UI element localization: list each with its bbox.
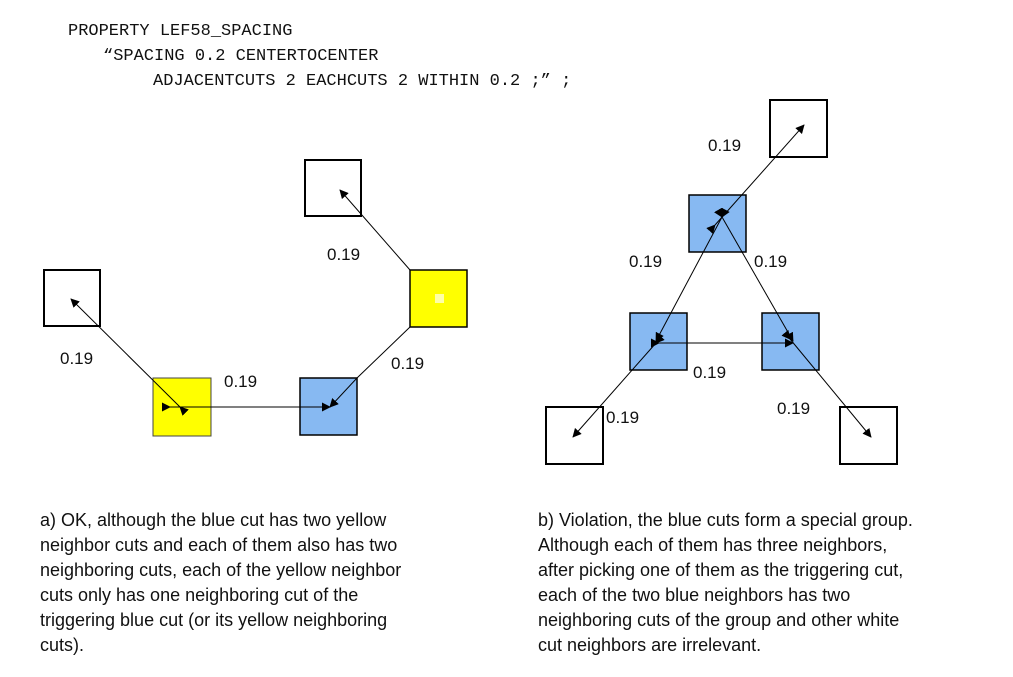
property-line-1: PROPERTY LEF58_SPACING [68,22,293,41]
caption-b-line: Although each of them has three neighbor… [538,535,888,555]
label-b-3: 0.19 [754,252,787,271]
label-b-5: 0.19 [606,408,639,427]
caption-b-line: cut neighbors are irrelevant. [538,635,762,655]
arrow-b-right-to-white [781,329,872,438]
caption-a-line: cuts only has one neighboring cut of the [40,585,359,605]
arrow-b-top-to-right [714,207,794,342]
caption-a-line: cuts). [40,635,85,655]
label-a-1: 0.19 [327,245,360,264]
cut-a-white-left [43,269,101,327]
caption-b-line: after picking one of them as the trigger… [538,560,904,580]
label-a-3: 0.19 [224,372,257,391]
caption-b-line: neighboring cuts of the group and other … [538,610,900,630]
cut-b-blue-left [629,312,688,371]
cut-b-white-top [769,99,828,158]
caption-a-line: neighbor cuts and each of them also has … [40,535,398,555]
caption-a-line: triggering blue cut (or its yellow neigh… [40,610,388,630]
label-a-2: 0.19 [60,349,93,368]
cut-a-yellow-right [409,269,468,328]
cut-a-yellow-right-mark [435,294,444,303]
property-line-2: “SPACING 0.2 CENTERTOCENTER [103,47,379,66]
arrow-b-top-to-left [655,207,730,342]
arrow-b-left-to-white [572,333,665,438]
caption-b-line: b) Violation, the blue cuts form a speci… [538,510,913,530]
label-b-2: 0.19 [629,252,662,271]
caption-b: b) Violation, the blue cuts form a speci… [538,508,913,658]
label-b-4: 0.19 [693,363,726,382]
caption-a-line: neighboring cuts, each of the yellow nei… [40,560,402,580]
diagram-a: 0.19 0.19 0.19 0.19 [43,159,468,437]
cut-b-white-right [839,406,898,465]
label-b-6: 0.19 [777,399,810,418]
arrow-a-yellow-left-to-white [70,298,189,416]
caption-a-line: a) OK, although the blue cut has two yel… [40,510,387,530]
cut-b-blue-right [761,312,820,371]
arrow-a-blue-to-yellow-right [329,377,358,408]
caption-a: a) OK, although the blue cut has two yel… [40,508,401,658]
arrow-a-connector [356,326,411,379]
cut-a-white-topright [304,159,362,217]
property-line-3: ADJACENTCUTS 2 EACHCUTS 2 WITHIN 0.2 ;” … [153,72,572,91]
label-b-1: 0.19 [708,136,741,155]
label-a-4: 0.19 [391,354,424,373]
caption-b-line: each of the two blue neighbors has two [538,585,851,605]
arrow-a-yellow-right-to-white [339,189,411,271]
diagram-b: 0.19 0.19 0.19 0.19 0.19 0.19 [545,99,898,465]
